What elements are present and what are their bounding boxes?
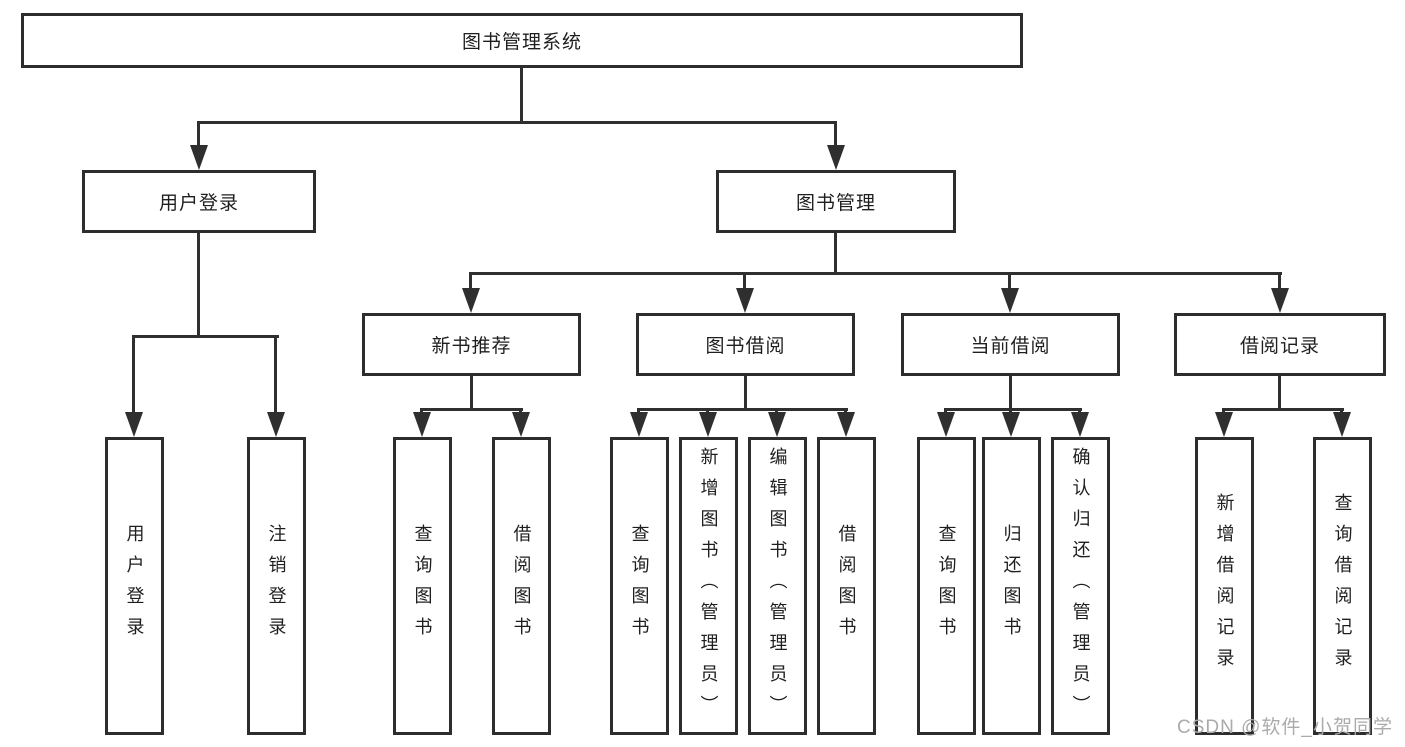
connector-line (834, 231, 837, 272)
arrow-down-icon (937, 412, 955, 437)
leaf-query-books-3: 查询图书 (917, 437, 976, 735)
connector-line (1009, 374, 1012, 408)
leaf-add-borrow-record: 新增借阅记录 (1195, 437, 1254, 735)
connector-line (470, 272, 1282, 275)
node-library-system: 图书管理系统 (21, 13, 1023, 68)
leaf-label: 确认归还（管理员） (1070, 446, 1091, 726)
leaf-label: 查询借阅记录 (1332, 493, 1353, 679)
leaf-label: 查询图书 (412, 524, 433, 648)
connector-line (132, 335, 135, 417)
arrow-down-icon (190, 145, 208, 170)
leaf-label: 归还图书 (1001, 524, 1022, 648)
connector-line (1008, 272, 1011, 292)
leaf-return-books: 归还图书 (982, 437, 1041, 735)
connector-line (274, 335, 277, 417)
arrow-down-icon (699, 412, 717, 437)
leaf-user-login: 用户登录 (105, 437, 164, 735)
leaf-query-books-1: 查询图书 (393, 437, 452, 735)
arrow-down-icon (1071, 412, 1089, 437)
leaf-label: 查询图书 (936, 524, 957, 648)
connector-line (420, 408, 523, 411)
watermark: CSDN @软件_小贺同学 (1177, 717, 1393, 738)
arrow-down-icon (413, 412, 431, 437)
leaf-confirm-return-admin: 确认归还（管理员） (1051, 437, 1110, 735)
leaf-label: 新增借阅记录 (1214, 493, 1235, 679)
connector-line (637, 408, 848, 411)
connector-line (520, 66, 523, 121)
arrow-down-icon (768, 412, 786, 437)
connector-line (197, 121, 837, 124)
connector-line (197, 231, 200, 335)
arrow-down-icon (1271, 288, 1289, 313)
node-book-borrowing: 图书借阅 (636, 313, 855, 376)
node-new-book-recommend: 新书推荐 (362, 313, 581, 376)
node-user-login: 用户登录 (82, 170, 316, 233)
leaf-label: 新增图书（管理员） (698, 446, 719, 726)
connector-line (743, 272, 746, 292)
connector-line (197, 121, 200, 149)
leaf-borrow-books-2: 借阅图书 (817, 437, 876, 735)
arrow-down-icon (630, 412, 648, 437)
arrow-down-icon (462, 288, 480, 313)
leaf-add-books-admin: 新增图书（管理员） (679, 437, 738, 735)
connector-line (1278, 272, 1281, 292)
leaf-logout-login: 注销登录 (247, 437, 306, 735)
arrow-down-icon (512, 412, 530, 437)
node-book-management: 图书管理 (716, 170, 956, 233)
leaf-label: 借阅图书 (836, 524, 857, 648)
leaf-label: 注销登录 (266, 524, 287, 648)
leaf-query-borrow-record: 查询借阅记录 (1313, 437, 1372, 735)
leaf-label: 借阅图书 (511, 524, 532, 648)
connector-line (744, 374, 747, 408)
arrow-down-icon (827, 145, 845, 170)
connector-line (944, 408, 1082, 411)
leaf-edit-books-admin: 编辑图书（管理员） (748, 437, 807, 735)
connector-line (1222, 408, 1344, 411)
node-current-borrowing: 当前借阅 (901, 313, 1120, 376)
connector-line (470, 374, 473, 408)
arrow-down-icon (267, 412, 285, 437)
leaf-query-books-2: 查询图书 (610, 437, 669, 735)
arrow-down-icon (1002, 412, 1020, 437)
arrow-down-icon (837, 412, 855, 437)
arrow-down-icon (125, 412, 143, 437)
connector-line (469, 272, 472, 292)
leaf-label: 查询图书 (629, 524, 650, 648)
arrow-down-icon (1333, 412, 1351, 437)
connector-line (1278, 374, 1281, 408)
leaf-borrow-books-1: 借阅图书 (492, 437, 551, 735)
arrow-down-icon (1215, 412, 1233, 437)
connector-line (132, 335, 279, 338)
connector-line (834, 121, 837, 149)
arrow-down-icon (736, 288, 754, 313)
node-borrowing-records: 借阅记录 (1174, 313, 1386, 376)
leaf-label: 用户登录 (124, 524, 145, 648)
leaf-label: 编辑图书（管理员） (767, 446, 788, 726)
arrow-down-icon (1001, 288, 1019, 313)
